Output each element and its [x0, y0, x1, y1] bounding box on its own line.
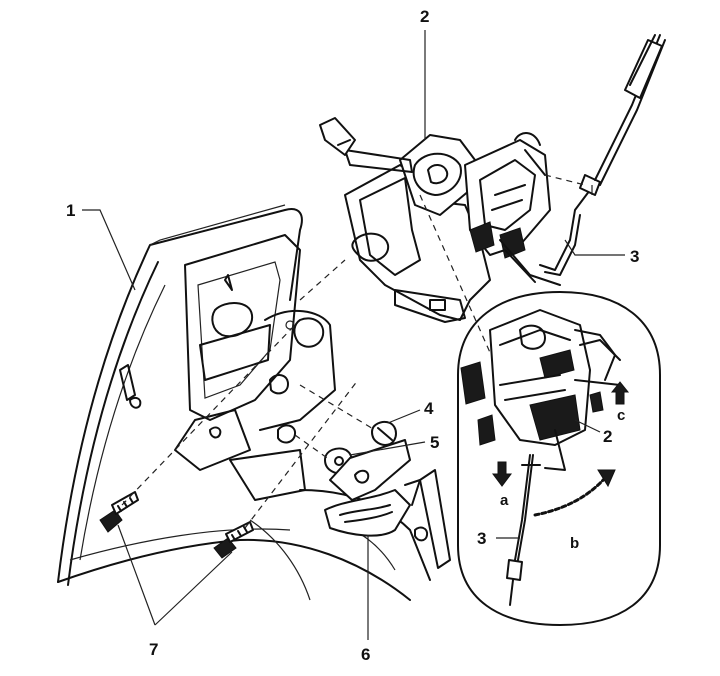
- callout-labels: 1 2 3 4 5 6 7 2 3 a b c: [66, 7, 639, 664]
- label-5: 5: [430, 433, 439, 452]
- label-4: 4: [424, 399, 434, 418]
- detail-view: [457, 291, 661, 626]
- screw-upper: [99, 491, 139, 533]
- label-2: 2: [420, 7, 429, 26]
- release-cable: [539, 34, 666, 276]
- label-6: 6: [361, 645, 370, 664]
- door-lock-unit: [319, 117, 561, 323]
- detail-label-3: 3: [477, 529, 486, 548]
- label-3: 3: [630, 247, 639, 266]
- detail-label-b: b: [570, 535, 579, 552]
- label-1: 1: [66, 201, 75, 220]
- leader-lines: [82, 30, 625, 640]
- striker-plate: [324, 439, 421, 537]
- assembly-lines: [121, 174, 586, 529]
- detail-label-2: 2: [603, 427, 612, 446]
- detail-label-a: a: [500, 492, 509, 509]
- label-7: 7: [149, 640, 158, 659]
- nut: [371, 421, 397, 446]
- detail-label-c: c: [617, 407, 625, 424]
